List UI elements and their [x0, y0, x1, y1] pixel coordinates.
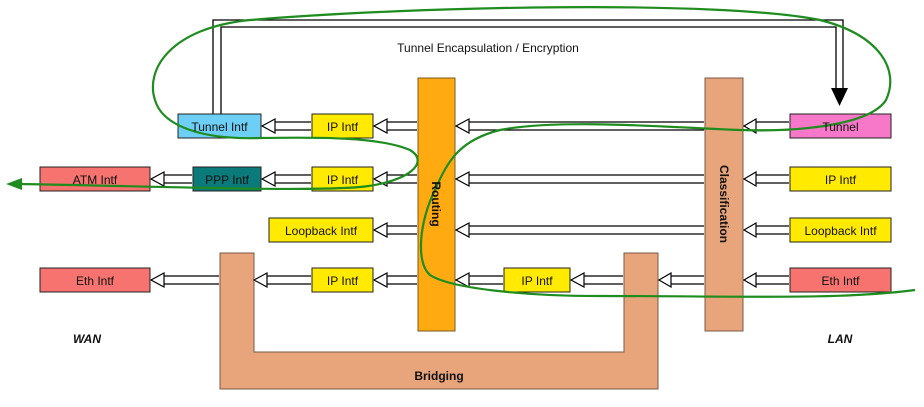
arrow-ppp-to-atm — [149, 170, 192, 188]
lan-label: LAN — [828, 332, 853, 346]
ip-intf-label-1: IP Intf — [327, 120, 359, 134]
eth-intf-label-wan: Eth Intf — [76, 274, 115, 288]
atm-intf-label: ATM Intf — [73, 173, 118, 187]
arrow-bridging-to-eth — [149, 271, 219, 289]
loopback-intf-box-lan — [789, 217, 892, 243]
arrow-ip-to-bridging — [252, 271, 311, 289]
ppp-intf-label: PPP Intf — [205, 173, 249, 187]
arrow-ip-to-ppp — [260, 170, 311, 188]
arrow-routing-to-ip-1 — [372, 117, 417, 135]
loopback-intf-label-lan: Loopback Intf — [804, 224, 877, 238]
ip-intf-label-2: IP Intf — [327, 173, 359, 187]
arrow-lan-loopback-to-classification — [742, 221, 789, 239]
tunnel-intf-box — [177, 113, 262, 139]
wan-interfaces — [39, 113, 571, 293]
ip-intf-box-lan — [789, 166, 892, 192]
routing-block — [417, 77, 456, 332]
ip-intf-box-1 — [311, 113, 374, 139]
arrow-classification-to-routing-1 — [454, 117, 704, 135]
wan-label: WAN — [73, 332, 101, 346]
ip-intf-label-bridge: IP Intf — [521, 274, 553, 288]
arrow-bridging-to-ip — [569, 271, 623, 289]
ip-intf-box-4 — [311, 267, 374, 293]
classification-label: Classification — [717, 165, 731, 243]
eth-intf-label-lan: Eth Intf — [821, 274, 860, 288]
bridging-label: Bridging — [414, 369, 463, 383]
loopback-intf-box-wan — [268, 217, 374, 243]
arrow-lan-ip-to-classification — [742, 170, 789, 188]
arrow-classification-to-routing-3 — [454, 221, 704, 239]
routing-label: Routing — [429, 181, 443, 226]
bridging-block — [219, 252, 659, 390]
arrow-classification-to-bridging — [657, 271, 704, 289]
diagram-title: Tunnel Encapsulation / Encryption — [397, 41, 579, 55]
flow-arrows — [149, 117, 789, 289]
ip-intf-label-lan: IP Intf — [825, 173, 857, 187]
tunnel-label-lan: Tunnel — [822, 120, 858, 134]
eth-intf-box-wan — [39, 267, 151, 293]
classification-block — [704, 77, 744, 332]
arrow-ip-to-routing — [454, 271, 503, 289]
tunnel-encapsulation-path — [212, 19, 848, 118]
lan-interfaces — [789, 113, 892, 293]
ip-intf-label-4: IP Intf — [327, 274, 359, 288]
arrow-classification-to-routing-2 — [454, 170, 704, 188]
arrow-routing-to-ip-4 — [372, 271, 417, 289]
arrow-routing-to-loopback — [372, 221, 417, 239]
eth-intf-box-lan — [789, 267, 892, 293]
packet-path — [6, 6, 916, 298]
ip-intf-box-bridge — [503, 267, 571, 293]
tunnel-intf-label: Tunnel Intf — [191, 120, 248, 134]
tunnel-box-lan — [789, 113, 892, 139]
loopback-intf-label-wan: Loopback Intf — [285, 224, 358, 238]
arrow-lan-eth-to-classification — [742, 271, 789, 289]
arrow-ip-to-tunnel-intf — [260, 117, 311, 135]
